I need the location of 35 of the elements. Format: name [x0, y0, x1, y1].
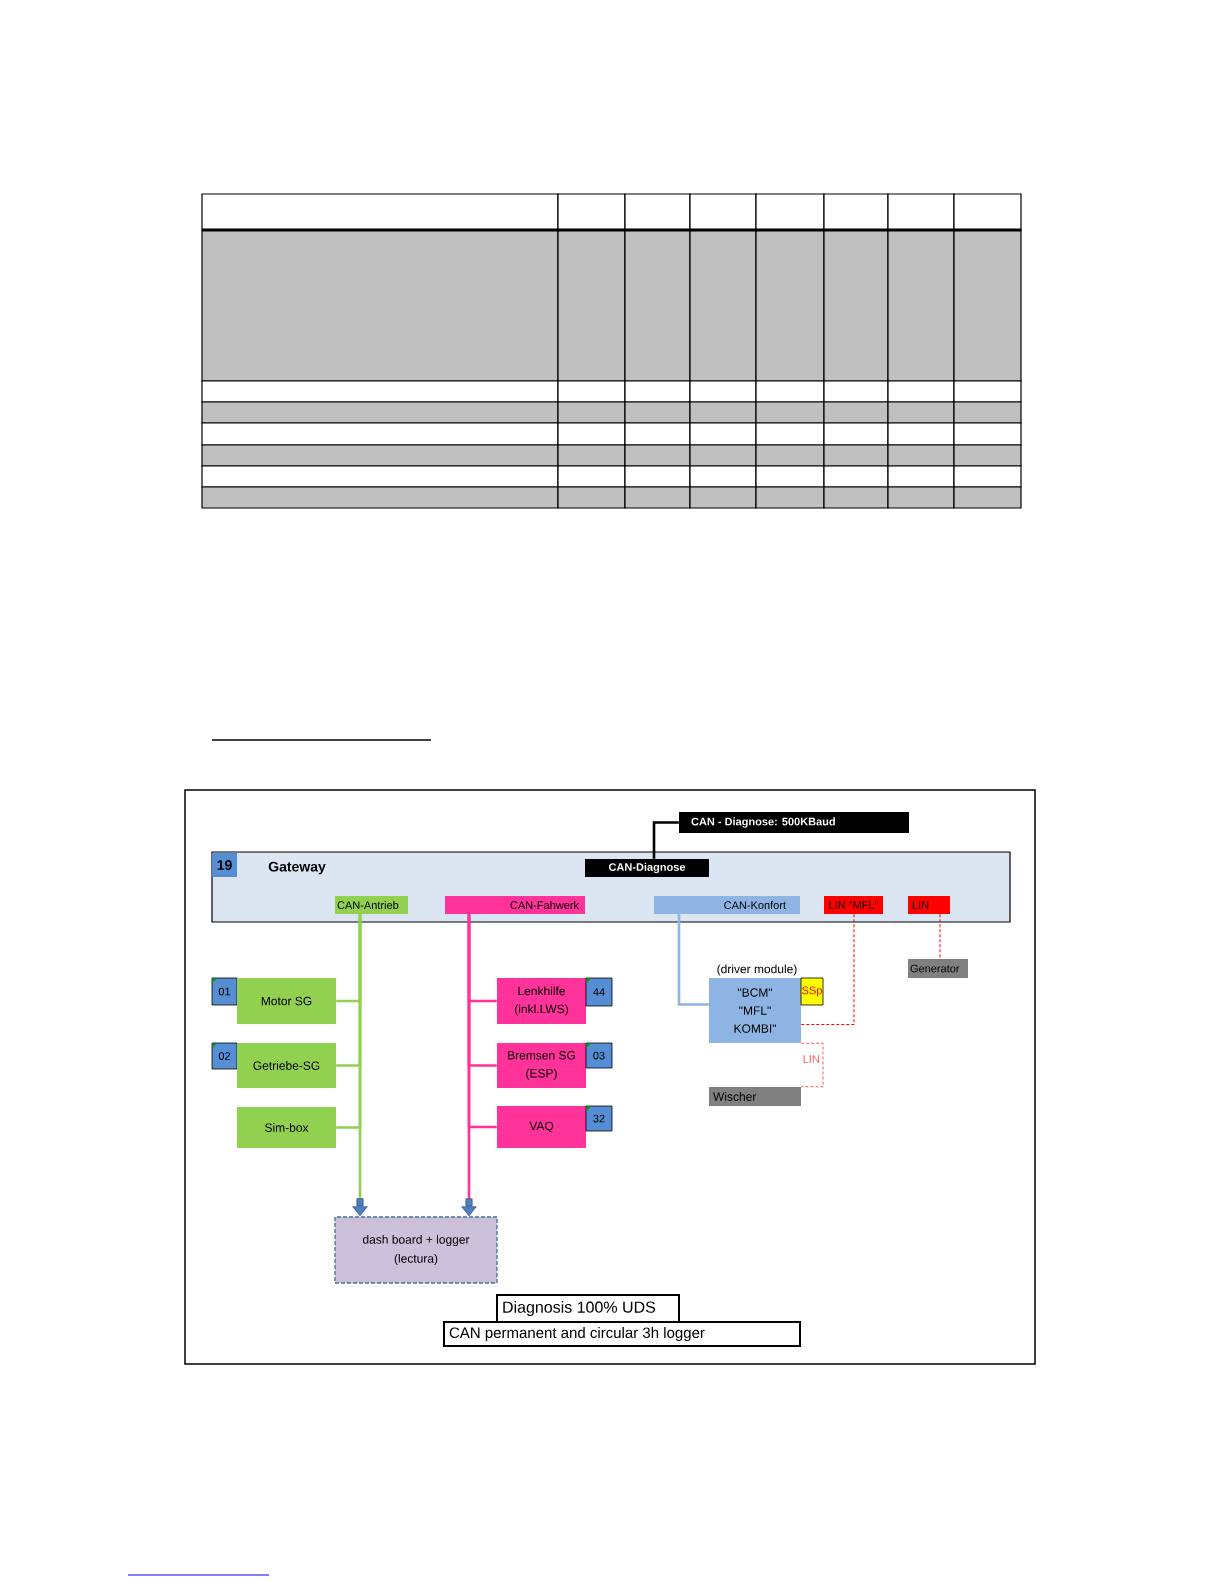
- connector-line: [677, 914, 709, 1006]
- module-box: Motor SG: [237, 978, 336, 1024]
- dashed-line: [800, 1042, 824, 1088]
- module-box: Bremsen SG (ESP): [497, 1043, 586, 1088]
- callout-box: CAN - Diagnose: 500KBaud: [679, 812, 909, 833]
- address-tag: 32: [585, 1105, 613, 1132]
- bus-tag: LIN "MFL": [824, 896, 883, 914]
- dashed-line: [939, 913, 941, 960]
- arrow: [461, 914, 477, 1217]
- bus-tag: LIN: [908, 896, 950, 914]
- dashed-line: [800, 913, 855, 1025]
- flag-box: SSp: [800, 977, 824, 1006]
- note-box: Diagnosis 100% UDS: [496, 1294, 680, 1323]
- module-box: "BCM" "MFL" KOMBI": [709, 978, 801, 1043]
- arrow: [352, 914, 368, 1217]
- bus-tag: CAN-Antrieb: [335, 896, 408, 914]
- address-tag: 44: [585, 977, 613, 1007]
- module-box: Sim-box: [237, 1107, 336, 1148]
- module-caption: (driver module): [717, 964, 797, 976]
- bus-tag: CAN-Konfort: [654, 896, 800, 914]
- note-box: CAN permanent and circular 3h logger: [443, 1321, 801, 1347]
- address-tag: 19: [212, 853, 237, 877]
- address-tag: 02: [211, 1042, 238, 1070]
- module-box: VAQ: [497, 1106, 586, 1148]
- module-box: Generator: [908, 959, 968, 978]
- bus-tag: CAN-Fahwerk: [445, 896, 585, 914]
- address-tag: 01: [211, 977, 238, 1006]
- module-box: Lenkhilfe (inkl.LWS): [497, 978, 586, 1024]
- connector-line: [652, 821, 679, 859]
- module-box: Getriebe-SG: [237, 1043, 336, 1088]
- address-tag: 03: [585, 1042, 613, 1069]
- bus-tag: CAN-Diagnose: [585, 859, 709, 877]
- logger-box: dash board + logger (lectura): [334, 1216, 498, 1284]
- edge-label: LIN: [801, 1054, 821, 1064]
- module-box: Wischer: [709, 1087, 801, 1106]
